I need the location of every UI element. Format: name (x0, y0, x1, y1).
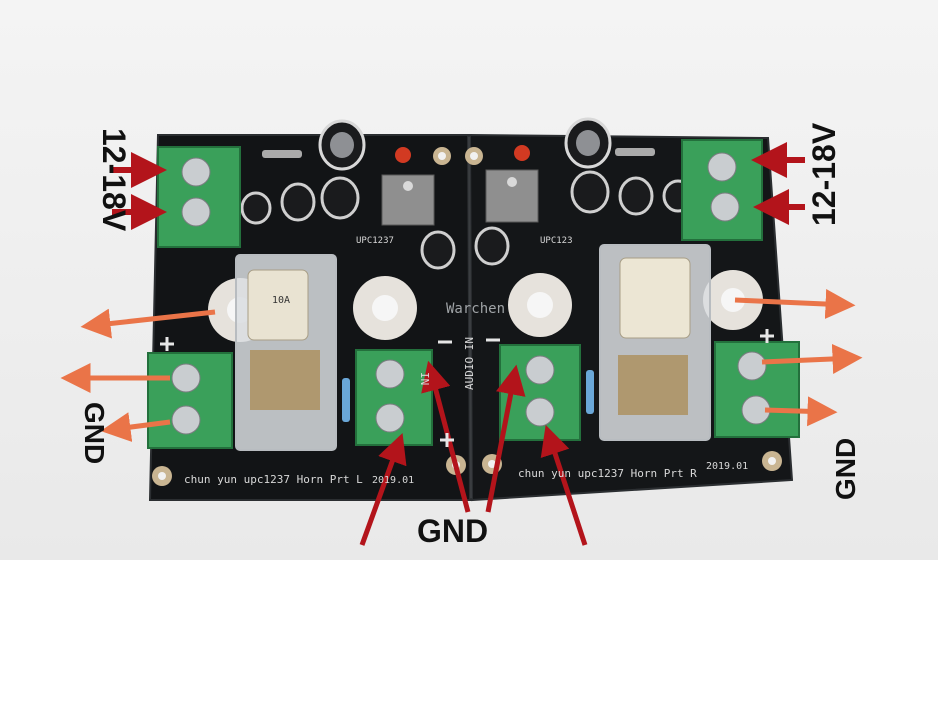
date-right: 2019.01 (706, 461, 749, 472)
washer-hole (527, 292, 553, 318)
watermark: Warchen (446, 301, 506, 317)
terminal-power-right (681, 139, 763, 241)
silk-right: chun yun upc1237 Horn Prt R (518, 467, 697, 480)
board-seam (468, 136, 472, 499)
relay-left (235, 254, 337, 451)
blank-bottom (0, 560, 938, 700)
input-label-right: AUDIO IN (463, 337, 476, 390)
terminal-speaker-left (147, 352, 233, 449)
washer-hole (721, 288, 745, 312)
washer-hole (372, 295, 398, 321)
silk-left: chun yun upc1237 Horn Prt L (184, 473, 363, 486)
gnd-label-right: GND (830, 437, 861, 500)
date-left: 2019.01 (372, 475, 415, 486)
chip-label-right: UPC123 (540, 236, 573, 246)
led-right (514, 145, 530, 161)
voltage-label-right: 12-18V (806, 122, 842, 226)
gnd-label-center: GND (417, 513, 489, 549)
polarity-marks (160, 329, 774, 447)
chip-label-left: UPC1237 (356, 236, 394, 246)
gnd-label-left: GND (79, 402, 110, 465)
led-left (395, 147, 411, 163)
terminal-input-left (355, 349, 433, 446)
arrows-speaker (60, 289, 863, 442)
resistors (262, 148, 655, 422)
relay-rating: 10A (272, 295, 291, 306)
regulator-chips (381, 169, 539, 226)
terminal-input-right (499, 344, 581, 441)
voltage-label-left: 12-18V (96, 128, 132, 232)
relay-right (599, 244, 711, 441)
arrows-power (112, 142, 805, 230)
terminal-power-left (157, 146, 241, 248)
input-label-left: IN (418, 372, 431, 386)
capacitors (240, 117, 694, 270)
terminal-speaker-right (714, 341, 800, 438)
